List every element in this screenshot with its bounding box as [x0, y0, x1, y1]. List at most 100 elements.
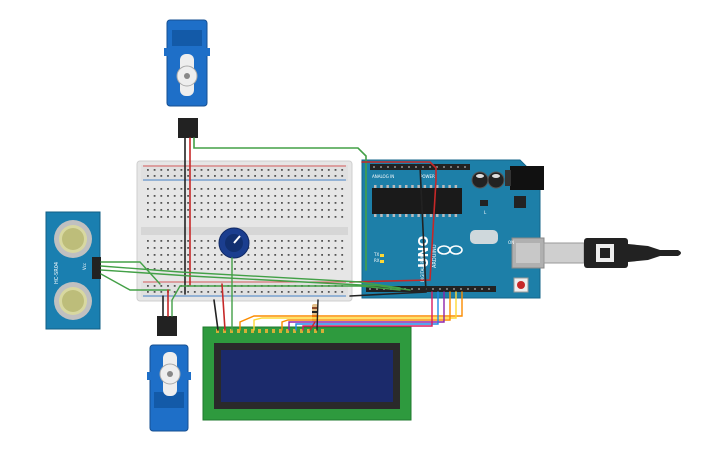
chip-pin: [386, 185, 389, 188]
bb-hole: [314, 195, 317, 197]
bb-hole: [281, 195, 283, 197]
bb-hole: [187, 195, 189, 197]
bb-hole: [274, 195, 277, 197]
bb-hole: [153, 240, 156, 242]
wire-lcd-db5: [288, 291, 445, 331]
bb-hole: [220, 195, 223, 197]
bb-hole: [307, 188, 310, 190]
header-pin: [436, 166, 438, 168]
bb-hole: [260, 169, 263, 171]
bb-hole: [314, 188, 317, 190]
bb-hole: [147, 254, 149, 256]
usb-cable[interactable]: [543, 238, 681, 268]
bb-hole: [294, 169, 297, 171]
bb-hole: [147, 216, 149, 218]
wire-lcd-vcc: [221, 283, 226, 331]
bb-hole: [254, 195, 256, 197]
bb-hole: [247, 216, 250, 218]
bb-hole: [187, 240, 189, 242]
bb-hole: [307, 247, 310, 249]
bb-hole: [180, 254, 183, 256]
bb-hole: [187, 291, 189, 293]
header-pin: [373, 166, 375, 168]
servo-horn-icon: [159, 352, 181, 396]
bb-hole: [227, 195, 230, 197]
bb-hole: [307, 291, 310, 293]
bb-hole: [173, 195, 176, 197]
bb-hole: [214, 195, 216, 197]
bb-hole: [254, 291, 256, 293]
bb-hole: [187, 169, 189, 171]
bb-hole: [254, 254, 256, 256]
bb-hole: [227, 188, 230, 190]
chip-pin: [436, 214, 439, 217]
bb-hole: [301, 202, 303, 204]
wire-servo-bottom-signal: [171, 285, 401, 317]
bb-hole: [193, 195, 196, 197]
bb-hole: [294, 195, 297, 197]
chip-pins: [374, 185, 458, 217]
bb-hole: [274, 209, 277, 211]
sensor-model-label: HC-SR04: [54, 262, 60, 284]
lcd-pin: [307, 329, 310, 333]
bb-hole: [187, 268, 189, 270]
arduino-maker-label: ARDUINO: [432, 244, 438, 268]
bb-hole: [207, 202, 210, 204]
bb-hole: [247, 254, 250, 256]
header-pin: [443, 166, 445, 168]
bb-hole: [214, 209, 216, 211]
chip-pin: [411, 185, 414, 188]
bb-hole: [234, 202, 236, 204]
header-pin: [464, 166, 466, 168]
bb-hole: [227, 209, 230, 211]
lcd-16x2[interactable]: [202, 326, 412, 421]
bb-hole: [254, 188, 256, 190]
bb-hole: [327, 268, 330, 270]
chip-pin: [454, 214, 458, 217]
header-pin: [453, 288, 455, 290]
bb-hole: [287, 169, 290, 171]
bb-hole: [334, 216, 337, 218]
bb-hole: [321, 247, 323, 249]
bb-hole: [207, 291, 210, 293]
bb-hole: [334, 175, 337, 177]
chip-pin: [392, 214, 396, 217]
lcd-pin: [300, 329, 303, 333]
bb-hole: [267, 169, 270, 171]
bb-hole: [234, 188, 236, 190]
bb-hole: [294, 254, 297, 256]
bb-hole: [307, 261, 310, 263]
bb-hole: [247, 202, 250, 204]
chip-pin: [436, 185, 439, 188]
bb-hole: [287, 261, 290, 263]
bb-hole: [200, 216, 203, 218]
bb-hole: [274, 291, 277, 293]
bb-hole: [254, 268, 256, 270]
servo-top[interactable]: [164, 19, 210, 138]
bb-hole: [147, 175, 149, 177]
bb-hole: [147, 285, 149, 287]
bb-hole: [187, 202, 189, 204]
chip-pin: [380, 214, 383, 217]
bb-hole: [214, 188, 216, 190]
servo-bottom[interactable]: [147, 316, 191, 432]
bb-hole: [267, 202, 270, 204]
arduino-uno[interactable]: UNO ARDUINO TX RX L ON DIGITAL (PWM ~) A…: [361, 159, 545, 299]
bb-hole: [267, 216, 270, 218]
potentiometer-knob-icon[interactable]: [218, 227, 250, 259]
bb-hole: [220, 254, 223, 256]
bb-hole: [207, 209, 210, 211]
bb-hole: [254, 175, 256, 177]
chip-pin: [429, 185, 433, 188]
bb-hole: [314, 216, 317, 218]
bb-hole: [193, 240, 196, 242]
bb-hole: [314, 175, 317, 177]
bb-hole: [301, 188, 303, 190]
ultrasonic-sensor[interactable]: HC-SR04 Vcc: [45, 211, 101, 330]
bb-hole: [267, 188, 270, 190]
bb-hole: [321, 291, 323, 293]
bb-hole: [281, 261, 283, 263]
bb-hole: [301, 247, 303, 249]
bb-hole: [167, 188, 169, 190]
bb-hole: [220, 202, 223, 204]
